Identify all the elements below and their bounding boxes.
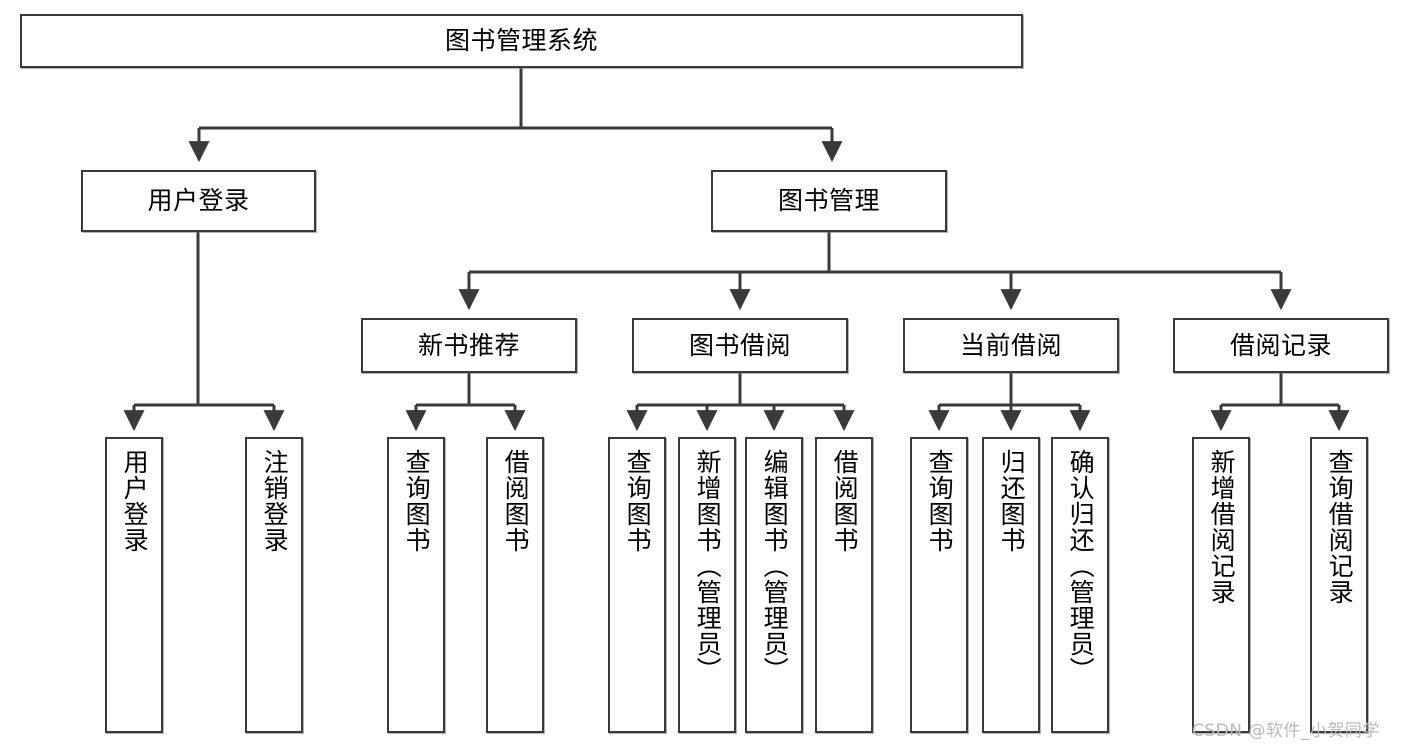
node-current-borrow-label: 当前借阅 [959, 330, 1062, 360]
node-borrow-record-label: 借阅记录 [1229, 330, 1332, 360]
node-leaf-borrow-book-1[interactable]: 借阅图书 [486, 437, 544, 733]
edge-userlogin-to-leaves [123, 232, 285, 432]
node-leaf-query-borrow-record[interactable]: 查询借阅记录 [1310, 437, 1368, 733]
node-leaf-user-login[interactable]: 用户登录 [105, 437, 163, 733]
node-leaf-confirm-return-admin[interactable]: 确认归还（管理员） [1051, 437, 1109, 733]
node-borrow-record[interactable]: 借阅记录 [1173, 318, 1389, 373]
node-leaf-borrow-book-2-label: 借阅图书 [830, 449, 860, 553]
node-leaf-edit-book-admin[interactable]: 编辑图书（管理员） [745, 437, 803, 733]
node-leaf-return-book[interactable]: 归还图书 [982, 437, 1040, 733]
node-leaf-confirm-return-admin-label: 确认归还（管理员） [1066, 449, 1096, 683]
node-leaf-query-book-2[interactable]: 查询图书 [608, 437, 666, 733]
node-leaf-user-login-label: 用户登录 [120, 449, 150, 553]
node-user-login[interactable]: 用户登录 [81, 170, 316, 232]
node-leaf-add-book-admin[interactable]: 新增图书（管理员） [678, 437, 736, 733]
node-leaf-borrow-book-2[interactable]: 借阅图书 [815, 437, 873, 733]
node-leaf-query-book-3[interactable]: 查询图书 [910, 437, 968, 733]
node-leaf-query-book-1[interactable]: 查询图书 [387, 437, 445, 733]
node-leaf-return-book-label: 归还图书 [997, 449, 1027, 553]
node-leaf-user-logout-label: 注销登录 [260, 449, 290, 553]
node-leaf-query-book-1-label: 查询图书 [402, 449, 432, 553]
node-new-book-recommend[interactable]: 新书推荐 [361, 318, 577, 373]
edge-currentborrow-to-leaves [928, 373, 1091, 432]
node-leaf-add-book-admin-label: 新增图书（管理员） [693, 449, 723, 683]
node-leaf-edit-book-admin-label: 编辑图书（管理员） [760, 449, 790, 683]
node-root-label: 图书管理系统 [444, 26, 598, 56]
node-book-borrow-label: 图书借阅 [688, 330, 791, 360]
node-leaf-add-borrow-record[interactable]: 新增借阅记录 [1192, 437, 1250, 733]
edge-borrowrecord-to-leaves [1210, 373, 1350, 432]
node-root[interactable]: 图书管理系统 [20, 14, 1023, 68]
edge-bookborrow-to-leaves [626, 373, 855, 432]
edge-newbook-to-leaves [405, 373, 526, 432]
node-book-management[interactable]: 图书管理 [711, 170, 947, 232]
node-leaf-add-borrow-record-label: 新增借阅记录 [1207, 449, 1237, 605]
node-book-borrow[interactable]: 图书借阅 [632, 318, 848, 373]
node-new-book-recommend-label: 新书推荐 [417, 330, 520, 360]
node-leaf-query-borrow-record-label: 查询借阅记录 [1325, 449, 1355, 605]
node-current-borrow[interactable]: 当前借阅 [903, 318, 1119, 373]
node-user-login-label: 用户登录 [147, 186, 250, 216]
node-leaf-query-book-2-label: 查询图书 [623, 449, 653, 553]
node-leaf-query-book-3-label: 查询图书 [925, 449, 955, 553]
edge-root-to-level2 [188, 68, 843, 163]
node-book-management-label: 图书管理 [777, 186, 880, 216]
node-leaf-user-logout[interactable]: 注销登录 [245, 437, 303, 733]
csdn-watermark: CSDN @软件_小贺同学 [1192, 721, 1380, 741]
edge-bookmgmt-to-level3 [458, 232, 1292, 311]
node-leaf-borrow-book-1-label: 借阅图书 [501, 449, 531, 553]
